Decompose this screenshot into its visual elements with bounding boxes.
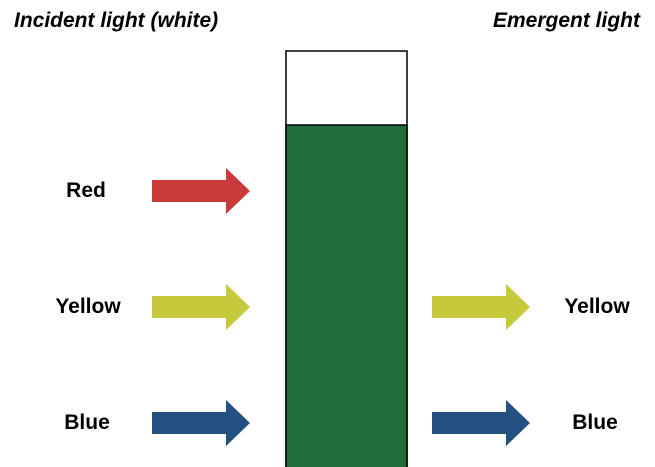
emergent-arrow-blue <box>432 400 530 446</box>
filter-liquid <box>285 124 408 467</box>
incident-arrow-blue <box>152 400 250 446</box>
emergent-label-yellow: Yellow <box>564 295 630 318</box>
incident-light-heading: Incident light (white) <box>14 9 219 32</box>
emergent-label-blue: Blue <box>572 411 618 434</box>
incident-label-red: Red <box>66 179 106 202</box>
emergent-arrow-yellow <box>432 284 530 330</box>
emergent-light-heading: Emergent light <box>492 9 640 32</box>
incident-arrow-yellow <box>152 284 250 330</box>
incident-label-blue: Blue <box>64 411 110 434</box>
incident-arrow-red <box>152 168 250 214</box>
incident-label-yellow: Yellow <box>55 295 121 318</box>
